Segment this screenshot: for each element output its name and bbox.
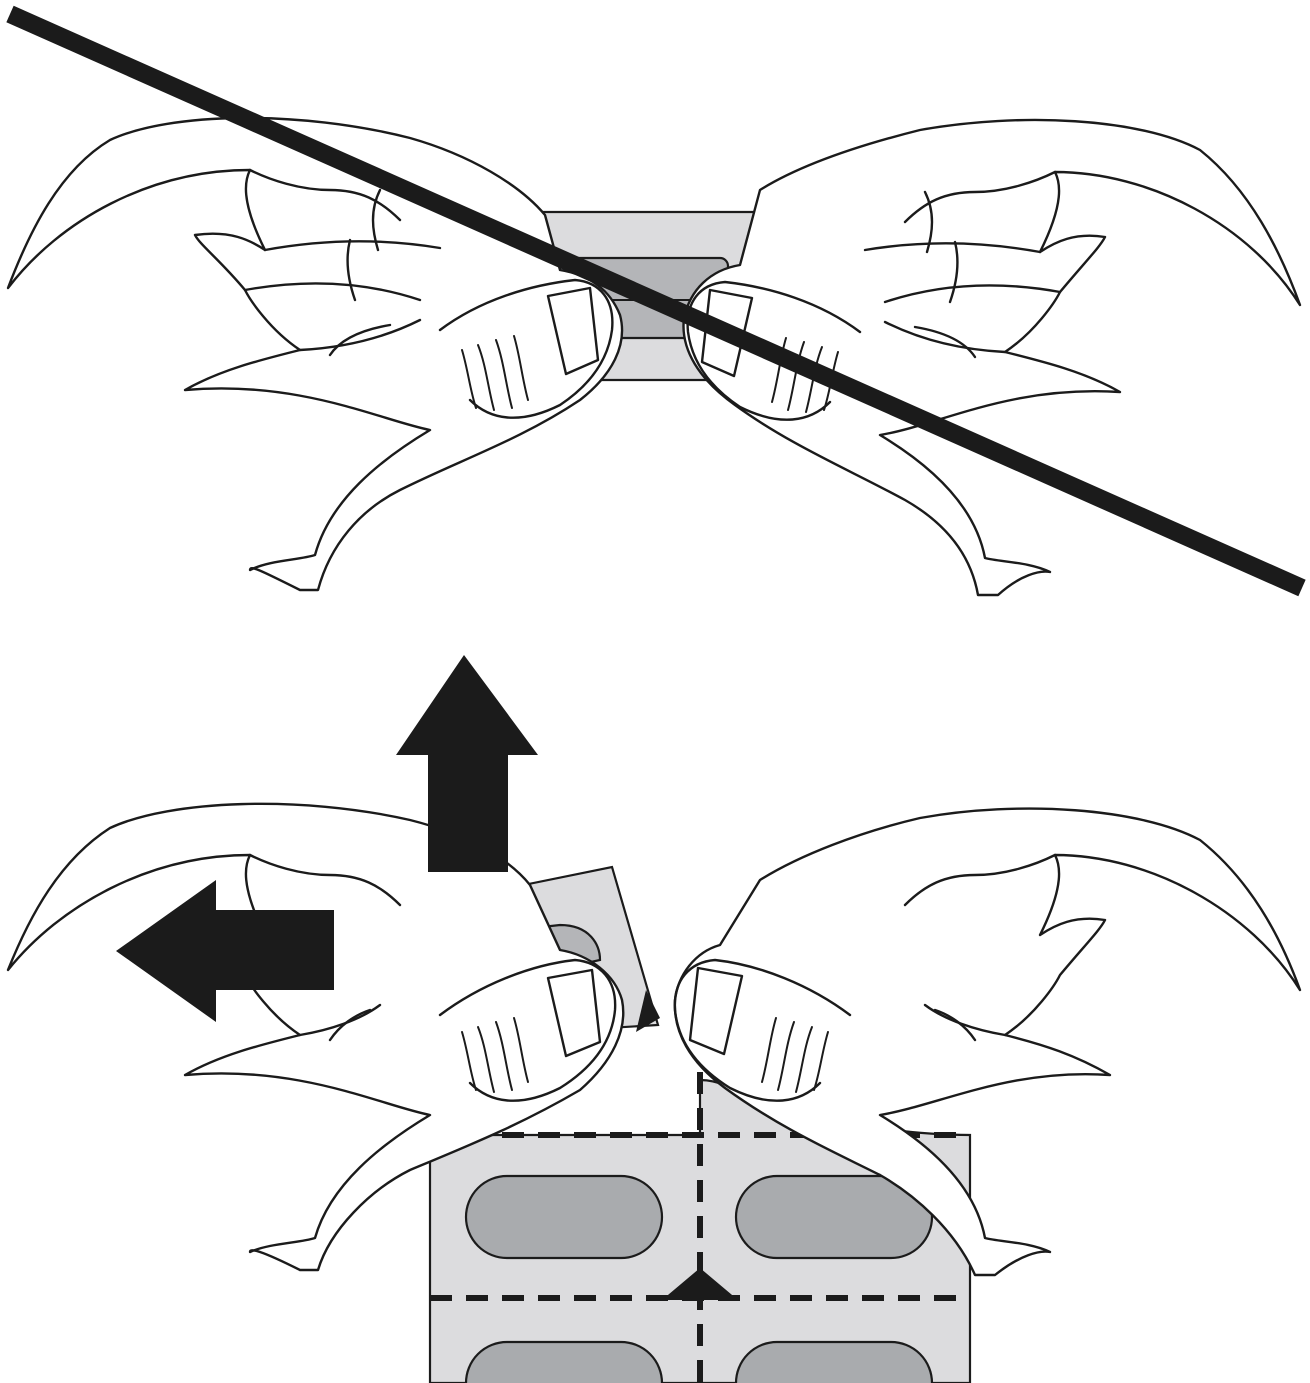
tablet xyxy=(466,1342,662,1383)
panel-correct-method xyxy=(8,655,1300,1383)
strike-line xyxy=(10,14,1302,588)
tablet xyxy=(736,1342,932,1383)
tablet xyxy=(466,1176,662,1258)
panel-wrong-method xyxy=(8,14,1302,595)
left-hand xyxy=(8,118,622,590)
